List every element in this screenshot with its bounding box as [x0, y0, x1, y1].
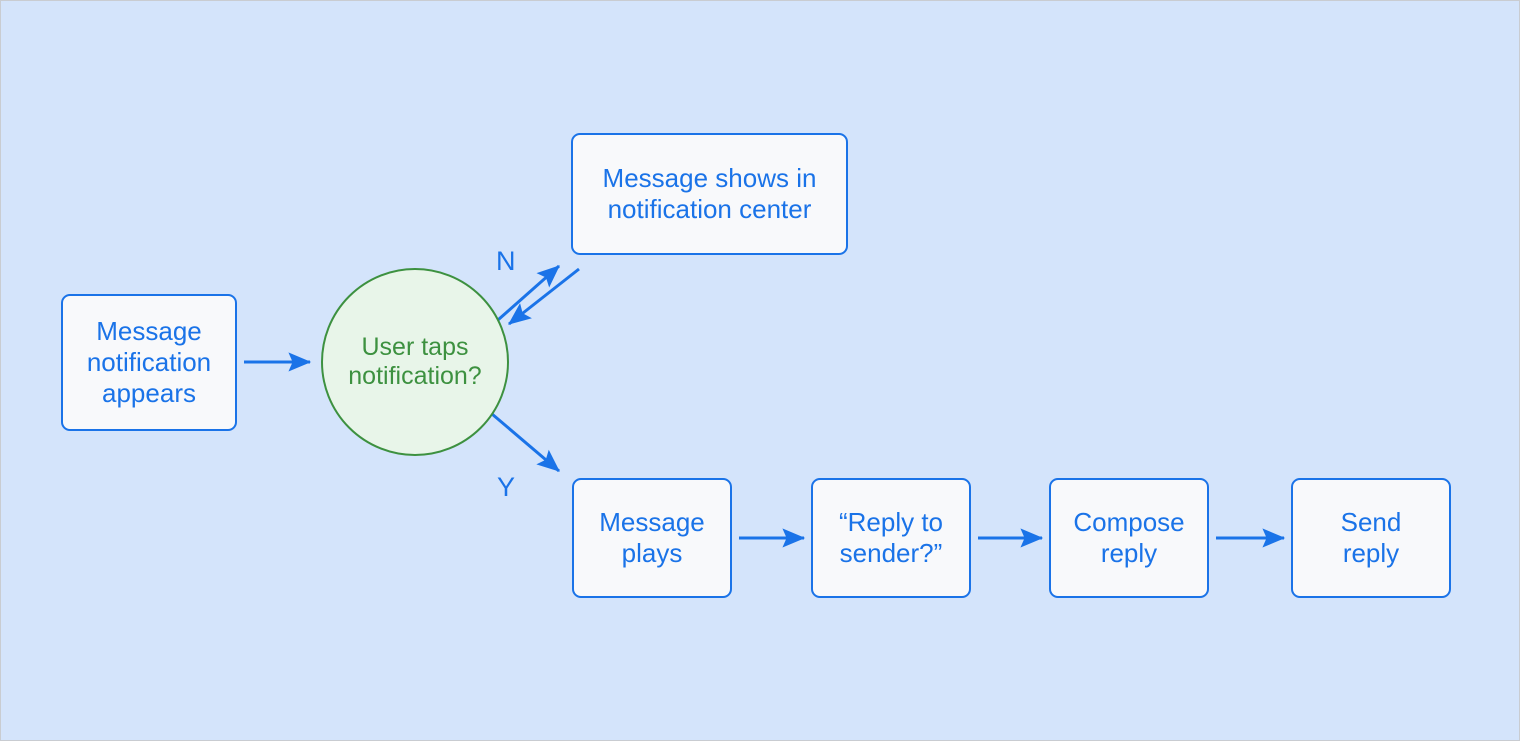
edge-decision-to-message-plays — [491, 412, 560, 473]
node-compose-reply[interactable]: Compose reply — [1049, 478, 1209, 598]
node-message-shows-in-notification-center[interactable]: Message shows in notification center — [571, 133, 848, 255]
edge-notification-center-to-decision — [508, 267, 580, 326]
node-message-notification-appears[interactable]: Message notification appears — [61, 294, 237, 431]
node-send-reply[interactable]: Send reply — [1291, 478, 1451, 598]
node-message-plays[interactable]: Message plays — [572, 478, 732, 598]
edge-label-no: N — [496, 246, 516, 276]
node-user-taps-notification[interactable]: User taps notification? — [321, 268, 509, 456]
node-reply-to-sender[interactable]: “Reply to sender?” — [811, 478, 971, 598]
edge-label-yes: Y — [497, 472, 516, 502]
